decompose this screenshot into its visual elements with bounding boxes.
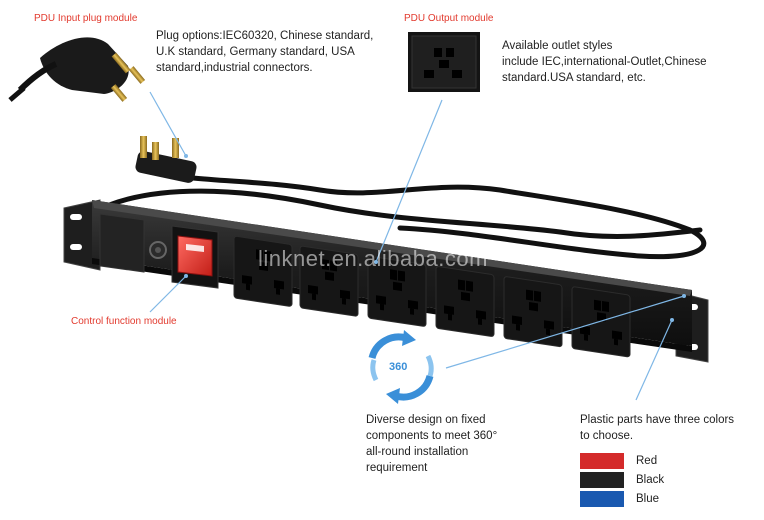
color-option-black: Black: [580, 472, 664, 488]
power-cable: [87, 169, 707, 260]
attached-plug-image: [135, 136, 197, 183]
callout-dots: [184, 154, 686, 322]
color-swatch: [580, 491, 624, 507]
color-swatch: [580, 472, 624, 488]
output-socket-sample: [408, 32, 480, 92]
color-swatch: [580, 453, 624, 469]
rotation-badge-text: 360: [389, 361, 408, 373]
output-module-label: PDU Output module: [404, 13, 494, 24]
red-power-switch: [177, 235, 213, 277]
color-option-label: Black: [636, 474, 665, 486]
diverse-design-text: Diverse design on fixed components to me…: [366, 414, 498, 474]
uk-plug-image: [8, 37, 146, 102]
color-option-label: Red: [636, 455, 658, 467]
plastic-parts-text: Plastic parts have three colors to choos…: [580, 414, 735, 442]
watermark: linknet.en.alibaba.com: [258, 246, 488, 271]
plug-options-text: Plug options:IEC60320, Chinese standard,…: [156, 30, 374, 74]
color-option-blue: Blue: [580, 491, 659, 507]
outlet-styles-text: Available outlet styles include IEC,inte…: [502, 40, 707, 84]
rack-ear-left: [63, 199, 101, 271]
control-module-label: Control function module: [71, 316, 177, 327]
color-option-red: Red: [580, 453, 657, 469]
rotate-360-icon: [368, 330, 434, 404]
callout-lines: [149, 91, 685, 401]
input-module-label: PDU Input plug module: [34, 13, 138, 24]
color-option-label: Blue: [636, 493, 660, 505]
